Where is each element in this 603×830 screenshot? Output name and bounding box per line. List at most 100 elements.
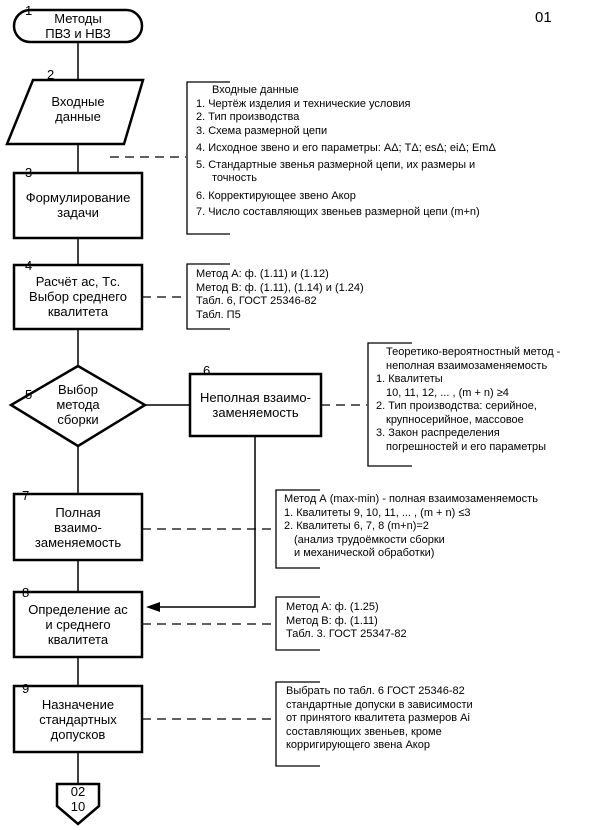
process-shape-7 [12, 492, 144, 562]
note-line: Метод В: ф. (1.11) [286, 614, 378, 627]
block-number-2: 2 [47, 67, 55, 82]
block-5-line: сборки [57, 412, 99, 427]
bracket-full [275, 489, 320, 569]
process-shape-9 [12, 684, 144, 754]
block-8-line: квалитета [47, 632, 109, 647]
parallelogram-shape [5, 78, 145, 146]
block-1-text: Методы ПВЗ и НВЗ [14, 11, 142, 41]
note-line: Метод В: ф. (1.11), (1.14) и (1.24) [196, 281, 364, 294]
note-heading: Метод А (max-min) - полная взаимозаменяе… [284, 493, 538, 505]
block-4-text: Расчёт aс, Tс. Выбор среднего квалитета [14, 274, 142, 319]
note-line: Табл. 6, ГОСТ 25346-82 [196, 295, 317, 307]
note-line: 2. Тип производства: серийное, [376, 400, 537, 412]
block-number-7: 7 [22, 488, 30, 503]
note-line: 3. Схема размерной цепи [196, 124, 328, 137]
block-6-text: Неполная взаимо- заменяемость [190, 390, 321, 420]
note-line: Метод А: ф. (1.11) и (1.12) [196, 268, 329, 280]
note-heading: Теоретико-вероятностный метод - [386, 346, 561, 358]
note-line: 3. Закон распределения [376, 427, 500, 439]
block-number-3: 3 [25, 165, 33, 180]
block-9-text: Назначение стандартных допусков [14, 697, 142, 742]
note-line: (анализ трудоёмкости сборки [294, 533, 445, 546]
block-number-1: 1 [25, 3, 33, 18]
block-4-line: квалитета [47, 304, 109, 319]
block-7-text: Полная взаимо- заменяемость [14, 505, 142, 550]
block-4-line: Расчёт aс, Tс. [35, 274, 121, 289]
note-line: 2. Квалитеты 6, 7, 8 (m+n)=2 [284, 520, 429, 532]
note-line: составляющих звеньев, кроме [286, 725, 442, 738]
block-5-text: Выбор метода сборки [38, 382, 118, 427]
bracket-probabilistic [367, 342, 412, 467]
process-shape-3 [12, 171, 144, 240]
offpage-connector-shape [55, 782, 101, 826]
note-heading: неполная взаимозаменяемость [386, 359, 548, 372]
note-line: от принятого квалитета размеров Ai [286, 712, 470, 724]
note-line: 2. Тип производства [196, 111, 300, 123]
note-line: погрешностей и его параметры [386, 440, 547, 453]
block-5-line: Выбор [58, 382, 98, 397]
bracket-calc [186, 263, 230, 330]
block-2-line: данные [55, 109, 101, 124]
note-line: стандартные допуски в зависимости [286, 698, 473, 711]
note-probabilistic: Теоретико-вероятностный метод - неполная… [376, 346, 560, 454]
block-8-text: Определение aс и среднего квалитета [14, 602, 142, 647]
note-heading: Входные данные [212, 84, 299, 96]
bracket-input-data [186, 81, 230, 235]
note-line: корригирующего звена Aкор [286, 739, 430, 751]
page-code: 01 [535, 9, 552, 26]
decision-shape [8, 364, 148, 448]
block-number-4: 4 [25, 258, 33, 273]
block-7-line: заменяемость [34, 535, 122, 550]
connector-label-top: 02 [70, 784, 86, 799]
block-number-8: 8 [22, 585, 30, 600]
block-2-line: Входные [51, 94, 105, 109]
bracket-tolerances [275, 681, 320, 767]
block-number-5: 5 [25, 387, 33, 402]
note-line: 10, 11, 12, ... , (m + n) ≥4 [386, 386, 509, 399]
note-define: Метод А: ф. (1.25) Метод В: ф. (1.11) Та… [286, 601, 407, 642]
note-line: 5. Стандартные звенья размерной цепи, их… [196, 158, 476, 171]
note-line: 6. Корректирующее звено Aкор [196, 189, 356, 202]
block-9-line: допусков [50, 727, 106, 742]
note-line: 1. Чертёж изделия и технические условия [196, 97, 411, 110]
note-input-data: Входные данные 1. Чертёж изделия и техни… [196, 84, 496, 220]
block-7-line: взаимо- [54, 520, 102, 535]
block-6-line: заменяемость [212, 405, 299, 420]
block-7-line: Полная [55, 505, 101, 520]
note-line: 1. Квалитеты [376, 373, 443, 385]
note-tolerances: Выбрать по табл. 6 ГОСТ 25346-82 стандар… [286, 685, 473, 753]
note-line: крупносерийное, массовое [386, 413, 524, 426]
note-line: 7. Число составляющих звеньев размерной … [196, 206, 480, 218]
note-line: Метод А: ф. (1.25) [286, 601, 379, 613]
block-number-6: 6 [203, 363, 211, 378]
block-9-line: стандартных [39, 712, 117, 727]
block-2-text: Входные данные [14, 94, 142, 124]
note-full: Метод А (max-min) - полная взаимозаменяе… [284, 493, 538, 561]
note-line: точность [212, 172, 257, 184]
note-calc: Метод А: ф. (1.11) и (1.12) Метод В: ф. … [196, 268, 364, 322]
connector-label-bottom: 10 [70, 799, 86, 814]
block-3-line: задачи [57, 205, 99, 220]
arrow-head [146, 602, 160, 612]
note-line: Выбрать по табл. 6 ГОСТ 25346-82 [286, 685, 465, 697]
block-9-line: Назначение [41, 697, 115, 712]
block-3-text: Формулирование задачи [14, 190, 142, 220]
block-number-9: 9 [22, 681, 30, 696]
block-5-line: метода [56, 397, 100, 412]
process-shape-6 [188, 372, 323, 438]
block-6-line: Неполная взаимо- [200, 390, 311, 405]
block-1-line: Методы [54, 11, 102, 26]
block-1-line: ПВЗ и НВЗ [45, 26, 111, 41]
flow-line-6-8 [148, 436, 256, 608]
block-8-line: Определение aс [28, 602, 128, 617]
bracket-define [275, 596, 320, 651]
note-line: и механической обработки) [294, 547, 435, 559]
terminator-shape [12, 8, 144, 44]
block-4-line: Выбор среднего [29, 289, 127, 304]
block-3-line: Формулирование [25, 190, 131, 205]
note-line: 4. Исходное звено и его параметры: AΔ; T… [196, 142, 496, 154]
note-line: Табл. 3. ГОСТ 25347-82 [286, 628, 407, 640]
note-line: 1. Квалитеты 9, 10, 11, ... , (m + n) ≤3 [284, 506, 471, 519]
process-shape-8 [12, 590, 144, 659]
